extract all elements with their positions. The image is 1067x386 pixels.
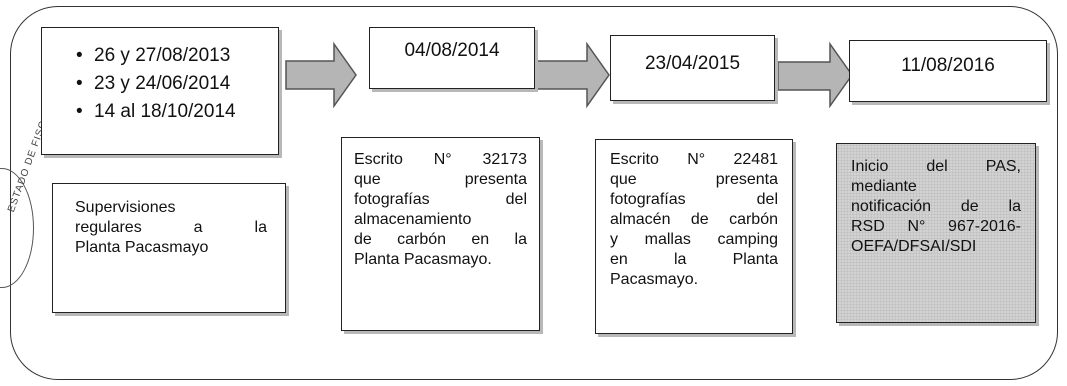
description-line: y mallas camping [610, 231, 778, 248]
description-line: fotografías del [610, 191, 778, 208]
supervision-date-item: 14 al 18/10/2014 [76, 98, 278, 126]
milestone-date: 04/08/2014 [404, 40, 500, 61]
supervision-date-item: 26 y 27/08/2013 [76, 42, 278, 70]
milestone-date-box: 23/04/2015 [610, 35, 775, 101]
milestone-date: 11/08/2016 [901, 55, 995, 76]
description-line: fotografías del [354, 191, 527, 208]
supervision-dates-box: 26 y 27/08/2013 23 y 24/06/2014 14 al 18… [41, 27, 279, 155]
description-line: OEFA/DFSAI/SDI [851, 238, 977, 255]
description-line: de carbón en la [354, 231, 527, 248]
milestone-date-box: 04/08/2014 [369, 27, 535, 89]
description-line: almacén de carbón [610, 211, 778, 228]
description-line: en la Planta [610, 251, 778, 268]
description-line: Escrito N° 22481 [610, 151, 778, 168]
description-box-escrito-32173: Escrito N° 32173 que presenta fotografía… [341, 137, 540, 331]
description-box-pas-start: Inicio del PAS, mediante notificación de… [836, 143, 1036, 323]
supervision-date-item: 23 y 24/06/2014 [76, 70, 278, 98]
description-line: Planta Pacasmayo [75, 239, 209, 256]
timeline-arrow-1 [285, 41, 357, 109]
description-line: Escrito N° 32173 [354, 151, 527, 168]
description-line: que presenta [610, 171, 778, 188]
description-line: regulares a la [75, 219, 267, 236]
supervision-dates-list: 26 y 27/08/2013 23 y 24/06/2014 14 al 18… [76, 42, 278, 126]
milestone-date: 23/04/2015 [644, 53, 741, 74]
description-line: RSD N° 967-2016- [851, 218, 1021, 235]
description-box-supervisions: Supervisiones regulares a la Planta Paca… [52, 183, 286, 313]
description-line: notificación de la [851, 198, 1021, 215]
description-line: Planta Pacasmayo. [354, 251, 492, 268]
description-line: Pacasmayo. [610, 271, 699, 288]
milestone-date-box: 11/08/2016 [849, 40, 1047, 102]
description-line: que presenta [354, 171, 527, 188]
description-box-escrito-22481: Escrito N° 22481 que presenta fotografía… [595, 139, 793, 334]
description-line: Supervisiones [75, 199, 176, 216]
timeline-arrow-2 [536, 41, 610, 109]
timeline-arrow-3 [777, 41, 853, 109]
description-line: almacenamiento [354, 211, 472, 228]
description-line: mediante [851, 178, 917, 195]
description-line: Inicio del PAS, [851, 158, 1021, 175]
